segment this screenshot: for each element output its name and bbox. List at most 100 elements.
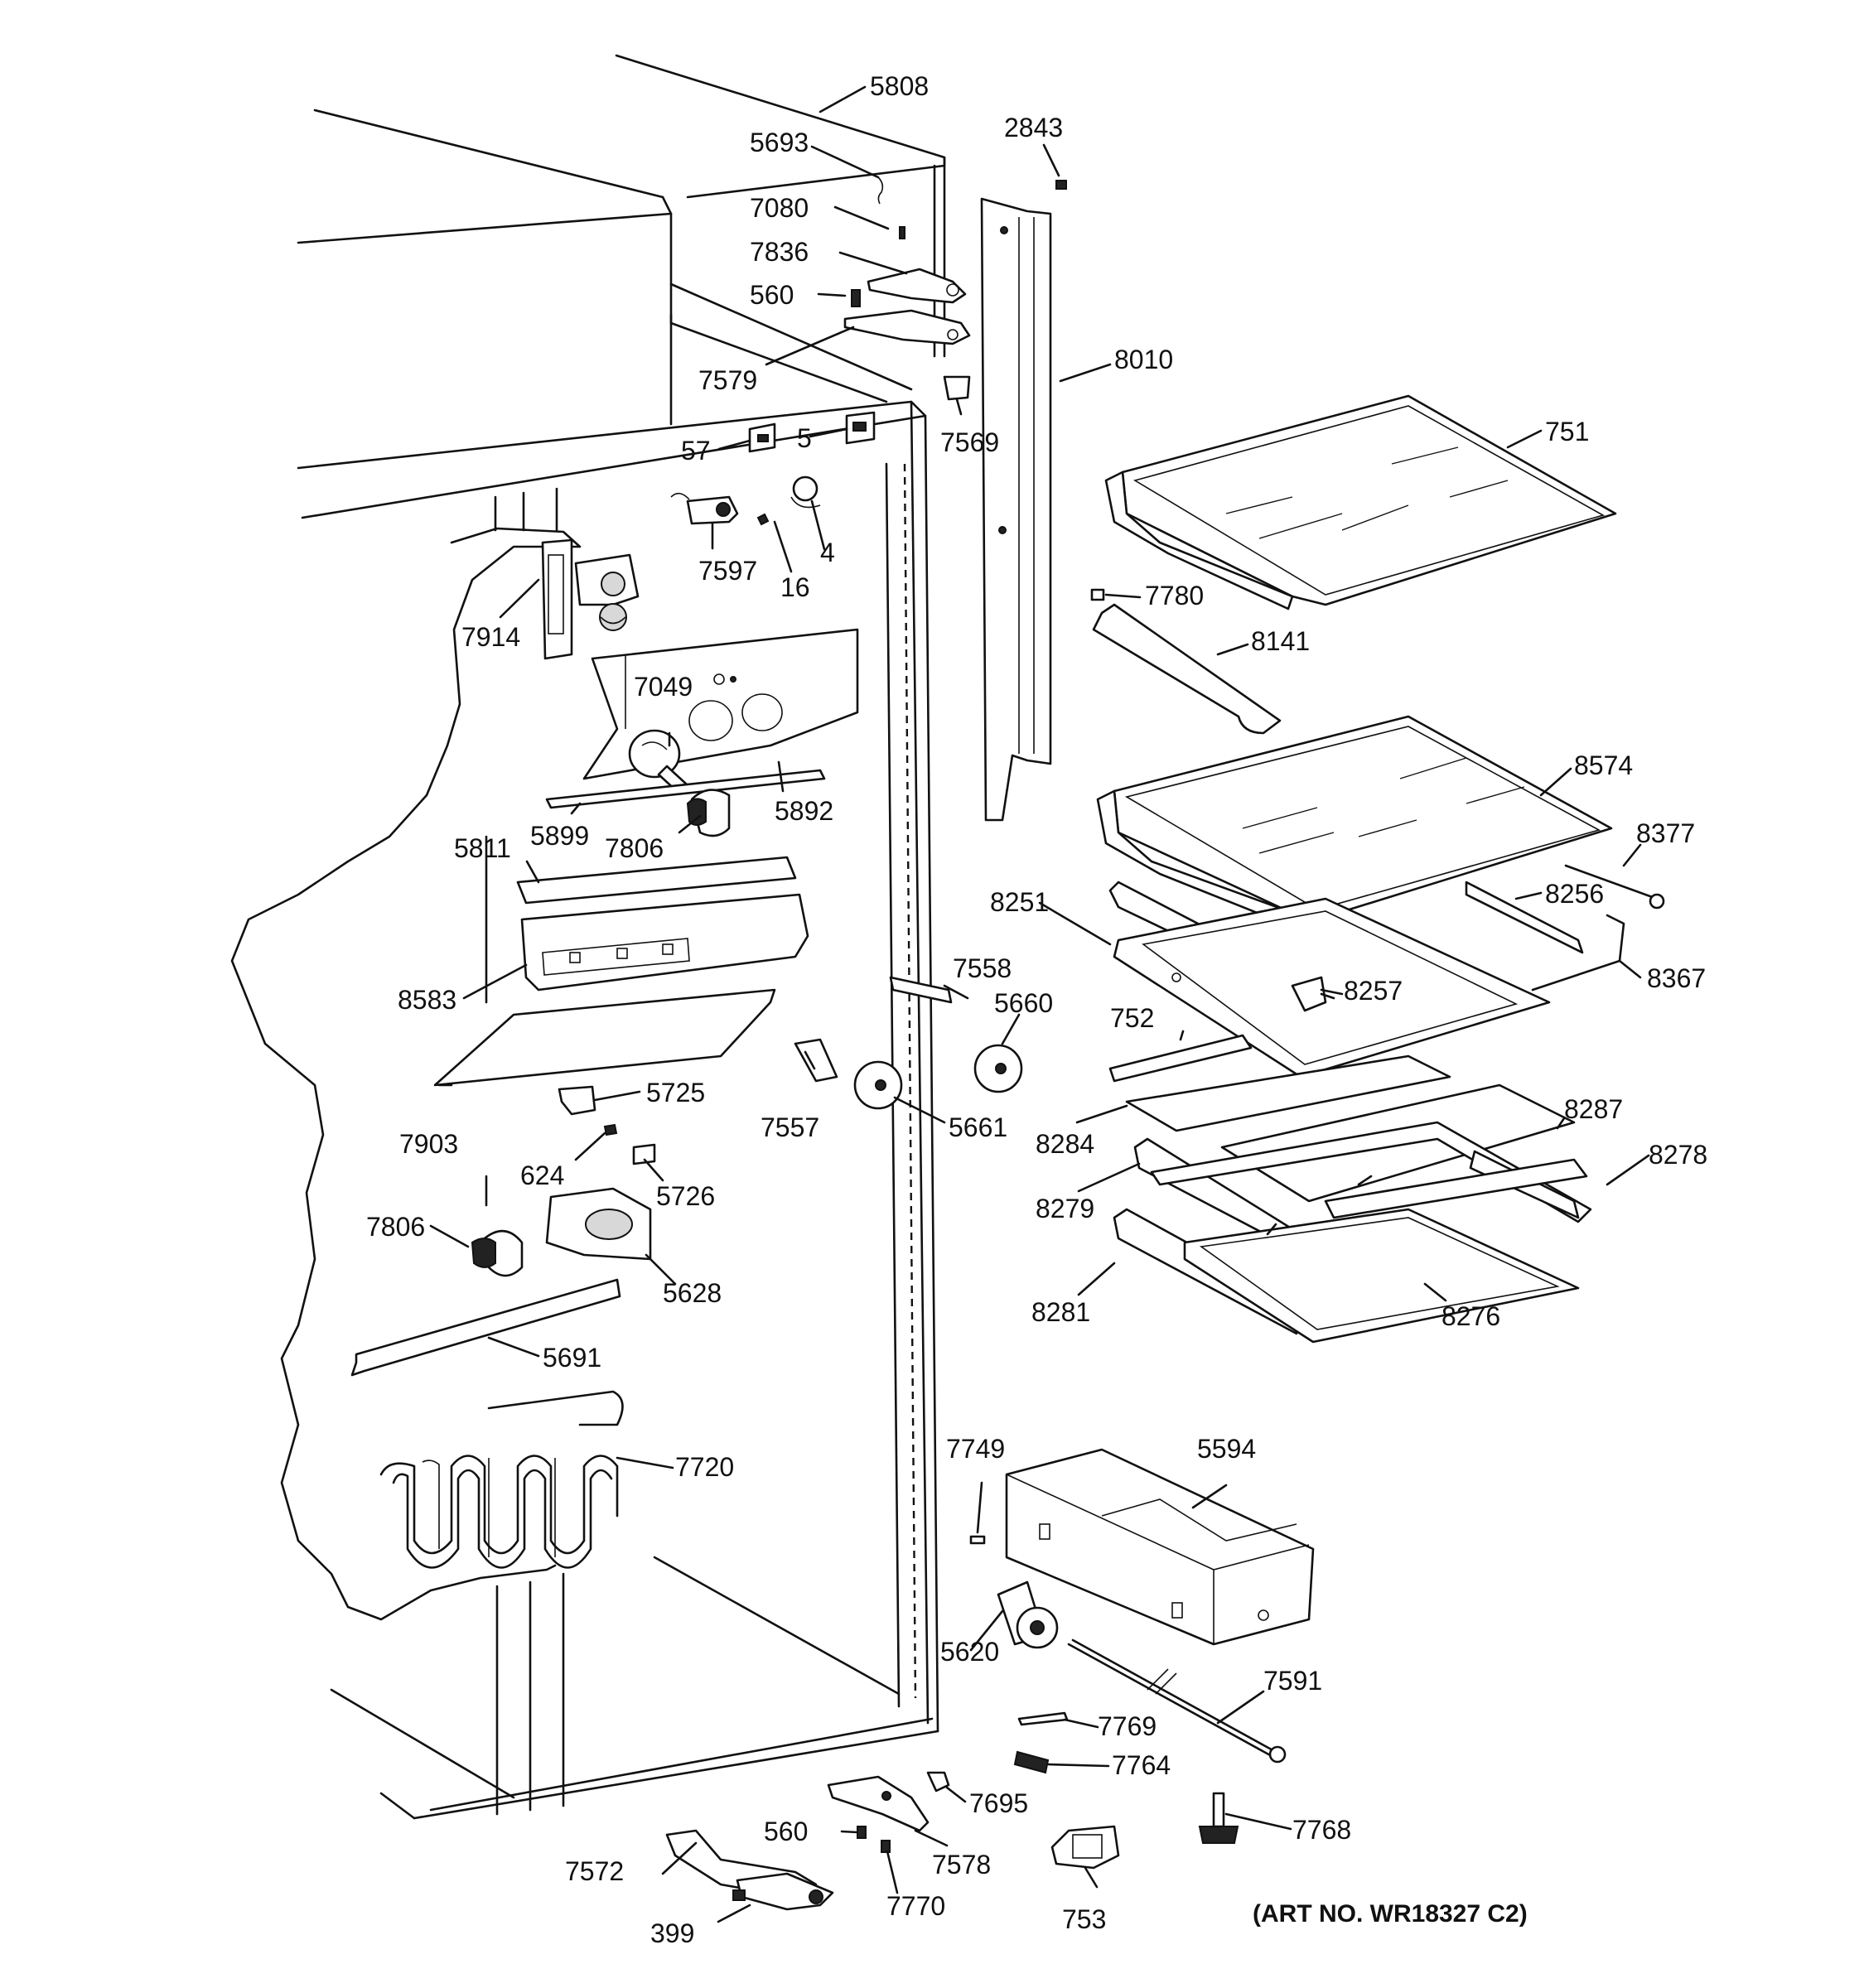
label-5892: 5892 (775, 796, 833, 826)
shelf-rod (1564, 864, 1659, 900)
drawer-frame (1108, 881, 1551, 1078)
label-8256: 8256 (1545, 879, 1604, 909)
spring (1013, 1750, 1050, 1774)
label-752: 752 (1110, 1003, 1154, 1033)
machine-compartment-housing (1005, 1448, 1315, 1646)
label-7769: 7769 (1098, 1711, 1157, 1741)
label-7768: 7768 (1292, 1815, 1351, 1845)
bulb-socket-lower (471, 1229, 524, 1277)
pan-supports (1113, 1208, 1580, 1344)
label-5726: 5726 (656, 1181, 715, 1211)
label-16: 16 (780, 572, 810, 602)
label-7579: 7579 (698, 365, 757, 395)
label-7903: 7903 (399, 1129, 458, 1159)
label-8377: 8377 (1636, 818, 1695, 848)
label-8276: 8276 (1441, 1301, 1500, 1331)
label-7806b: 7806 (366, 1212, 425, 1242)
label-5811: 5811 (454, 833, 511, 863)
label-399: 399 (650, 1918, 694, 1948)
label-7836: 7836 (750, 237, 809, 267)
label-8583: 8583 (398, 985, 456, 1015)
leader-lines (429, 85, 1650, 1923)
label-751: 751 (1545, 417, 1589, 446)
label-8574: 8574 (1574, 750, 1633, 780)
label-5691: 5691 (543, 1343, 601, 1373)
label-5594: 5594 (1197, 1434, 1256, 1464)
leveling-leg (1198, 1792, 1239, 1844)
label-8257: 8257 (1344, 976, 1403, 1006)
screw-560 (857, 1826, 867, 1839)
label-7720: 7720 (675, 1452, 734, 1482)
screw-7770 (881, 1840, 891, 1853)
label-7049: 7049 (634, 672, 693, 702)
label-8367: 8367 (1647, 963, 1706, 993)
roller-assembly (997, 1580, 1059, 1649)
label-5628: 5628 (663, 1278, 722, 1308)
bulb-socket-upper (686, 789, 731, 837)
label-5693: 5693 (750, 128, 809, 157)
control-cover (433, 988, 776, 1087)
label-7764: 7764 (1112, 1750, 1171, 1780)
top-hinge-group (843, 176, 1067, 401)
label-8278: 8278 (1649, 1140, 1707, 1170)
label-5: 5 (797, 423, 812, 453)
label-8281: 8281 (1031, 1297, 1090, 1327)
label-7591: 7591 (1263, 1666, 1322, 1696)
label-7572: 7572 (565, 1856, 624, 1886)
label-5620: 5620 (940, 1637, 999, 1667)
light-shield-panel (582, 628, 859, 795)
label-8287: 8287 (1564, 1094, 1623, 1124)
label-8284: 8284 (1036, 1129, 1094, 1159)
label-7569: 7569 (940, 427, 999, 457)
shelf-clip (1090, 588, 1105, 601)
label-560: 560 (750, 280, 794, 310)
art-number: (ART NO. WR18327 C2) (1253, 1900, 1528, 1928)
shelf-trim (1092, 603, 1282, 735)
label-5725: 5725 (646, 1078, 705, 1107)
label-7749: 7749 (946, 1434, 1005, 1464)
label-5899: 5899 (530, 821, 589, 851)
label-2843: 2843 (1004, 113, 1063, 142)
label-7914: 7914 (461, 622, 520, 652)
light-socket-bracket-lower (545, 1187, 652, 1261)
label-5808: 5808 (870, 71, 929, 101)
label-7770: 7770 (886, 1891, 945, 1921)
shelf-side-rail-right (1465, 881, 1584, 954)
crisper-cover-pan (1125, 1054, 1451, 1132)
control-housing (520, 893, 809, 992)
label-4: 4 (820, 538, 835, 567)
label-7558: 7558 (953, 953, 1012, 983)
label-560b: 560 (764, 1817, 808, 1846)
glass-shelf-751 (1104, 394, 1617, 610)
drawer-wire (1531, 914, 1625, 992)
label-7806a: 7806 (605, 833, 664, 863)
control-switches (670, 411, 876, 526)
cutaway-outline (230, 527, 582, 1621)
door-stop-strip (980, 197, 1052, 822)
pins-and-wheels (794, 976, 1023, 1110)
part-labels: 5808 5693 2843 7080 7836 560 7579 8010 7… (366, 71, 1707, 1948)
mount-block (1050, 1825, 1120, 1870)
light-strip (545, 769, 826, 809)
label-7557: 7557 (761, 1112, 819, 1142)
long-screw (1017, 1711, 1069, 1726)
label-624: 624 (520, 1160, 564, 1190)
label-753: 753 (1062, 1904, 1106, 1934)
label-5660: 5660 (994, 988, 1053, 1018)
label-8251: 8251 (990, 887, 1049, 917)
light-socket-bracket (541, 538, 640, 660)
label-7780: 7780 (1145, 581, 1204, 610)
bottom-hinge-assembly (665, 1829, 834, 1911)
control-bracket (516, 856, 797, 905)
bottom-hinge-plate (827, 1771, 950, 1832)
label-7597: 7597 (698, 556, 757, 586)
label-8010: 8010 (1114, 345, 1173, 374)
label-7578: 7578 (932, 1850, 991, 1879)
glass-shelf-8574 (1096, 715, 1613, 925)
label-57: 57 (681, 436, 711, 466)
screw (969, 1535, 986, 1545)
leveling-rod (1067, 1638, 1287, 1764)
label-7695: 7695 (969, 1788, 1028, 1818)
drawer-rail (350, 1278, 621, 1377)
